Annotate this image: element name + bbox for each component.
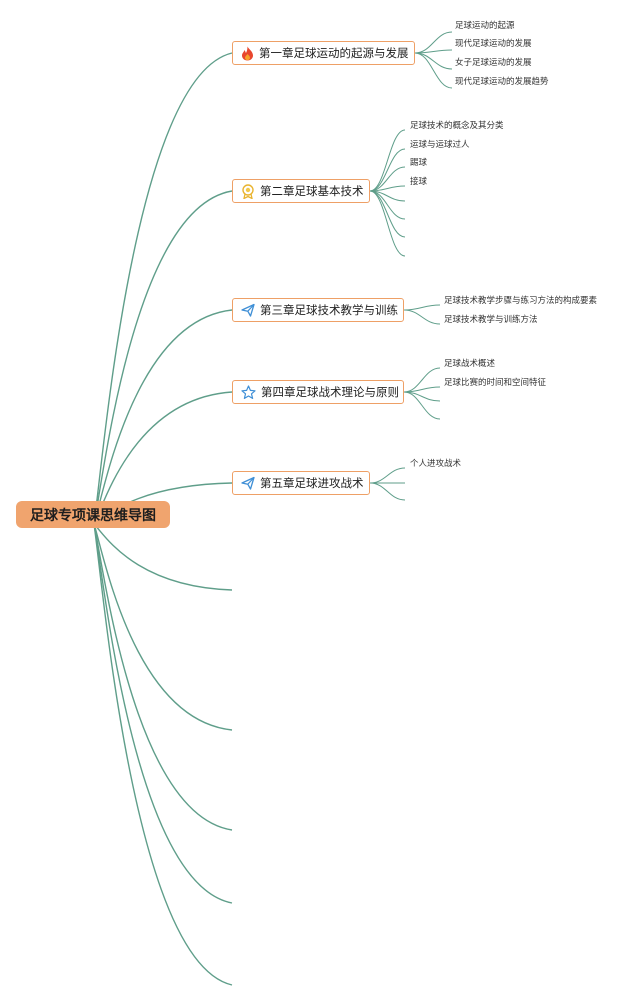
chapter-label: 第五章足球进攻战术 [260,476,364,490]
topic-4-connector-1 [403,367,441,393]
paper-plane-icon [241,303,255,318]
topic-4-1[interactable]: 足球战术概述 [444,359,496,369]
topic-2-connector-7 [369,190,406,238]
topic-2-connector-3 [369,166,406,192]
topic-2-connector-1 [369,129,406,192]
topic-1-2[interactable]: 现代足球运动的发展 [455,39,532,49]
root-empty-branch-2 [93,523,233,731]
root-branch-2 [93,190,233,525]
topic-2-connector-2 [369,148,406,192]
topic-2-2[interactable]: 运球与运球过人 [410,140,470,150]
paper-plane-icon [241,476,255,491]
topic-5-connector-3 [369,482,406,501]
star-icon [241,384,256,400]
topic-5-1[interactable]: 个人进攻战术 [410,459,462,469]
medal-icon [241,183,255,199]
chapter-label: 第二章足球基本技术 [260,184,364,198]
topic-1-connector-1 [414,31,453,54]
topic-3-1[interactable]: 足球技术教学步骤与练习方法的构成要素 [444,296,598,306]
root-empty-branch-5 [93,523,233,986]
topic-2-4[interactable]: 接球 [410,177,428,187]
topic-4-connector-4 [403,391,441,420]
topic-5-connector-1 [369,467,406,484]
chapter-label: 第一章足球运动的起源与发展 [259,46,409,60]
topic-1-3[interactable]: 女子足球运动的发展 [455,58,532,68]
chapter-node-3[interactable]: 第三章足球技术教学与训练 [232,298,404,322]
root-branch-3 [93,309,233,525]
topic-3-connector-2 [403,309,441,325]
chapter-node-1[interactable]: 第一章足球运动的起源与发展 [232,41,415,65]
chapter-node-5[interactable]: 第五章足球进攻战术 [232,471,370,495]
topic-3-2[interactable]: 足球技术教学与训练方法 [444,315,538,325]
root-empty-branch-4 [93,523,233,904]
chapter-label: 第四章足球战术理论与原则 [261,385,399,399]
chapter-node-2[interactable]: 第二章足球基本技术 [232,179,370,203]
root-title: 足球专项课思维导图 [30,507,156,524]
topic-1-1[interactable]: 足球运动的起源 [455,21,515,31]
chapter-node-4[interactable]: 第四章足球战术理论与原则 [232,380,404,404]
root-node[interactable]: 足球专项课思维导图 [16,501,170,528]
topic-4-connector-2 [403,386,441,393]
root-empty-branch-3 [93,523,233,831]
root-branch-1 [93,52,233,525]
topic-1-4[interactable]: 现代足球运动的发展趋势 [455,77,549,87]
topic-1-connector-4 [414,52,453,89]
topic-3-connector-1 [403,304,441,311]
topic-4-2[interactable]: 足球比赛的时间和空间特征 [444,378,547,388]
topic-1-connector-2 [414,49,453,54]
topic-2-connector-8 [369,190,406,257]
chapter-label: 第三章足球技术教学与训练 [260,303,398,317]
topic-1-connector-3 [414,52,453,70]
fire-icon [241,46,254,61]
topic-2-1[interactable]: 足球技术的概念及其分类 [410,121,504,131]
topic-2-3[interactable]: 踢球 [410,158,428,168]
root-empty-branch-1 [93,523,233,591]
